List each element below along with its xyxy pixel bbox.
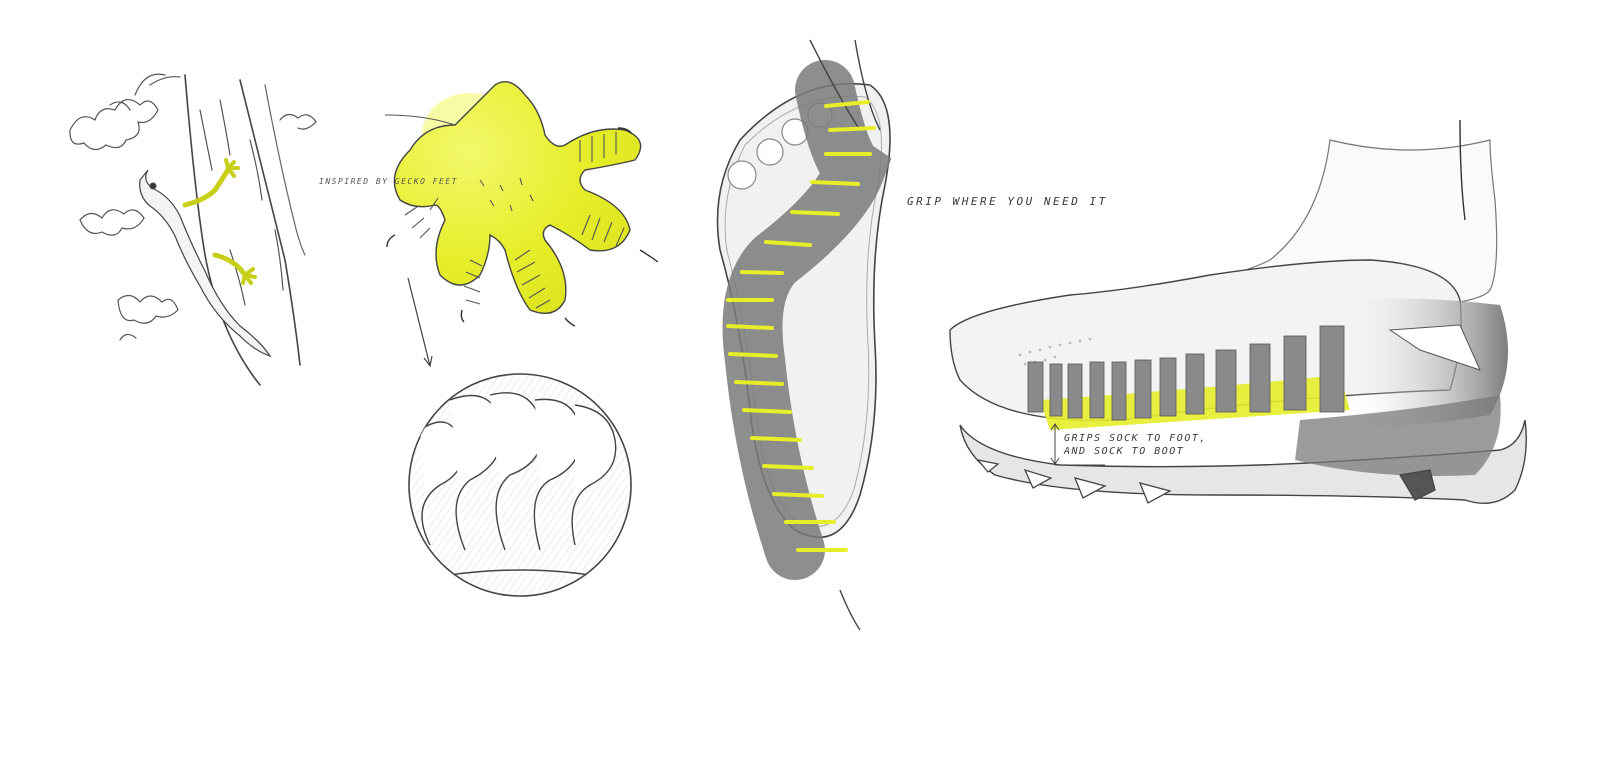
gecko-foot-sketch — [384, 81, 659, 368]
sock-grip-annotation-line1: grips sock to foot, — [1064, 433, 1207, 444]
football-boot-sketch — [949, 119, 1527, 504]
lamellae-detail-circle — [408, 373, 632, 597]
sock-grip-annotation-line2: and sock to boot — [1064, 446, 1185, 457]
insole-sketch — [716, 39, 892, 631]
gecko-inspiration-annotation: inspired by gecko feet — [319, 177, 458, 186]
grip-annotation: grip where you need it — [907, 195, 1108, 208]
gecko-on-tree-sketch — [69, 73, 317, 386]
